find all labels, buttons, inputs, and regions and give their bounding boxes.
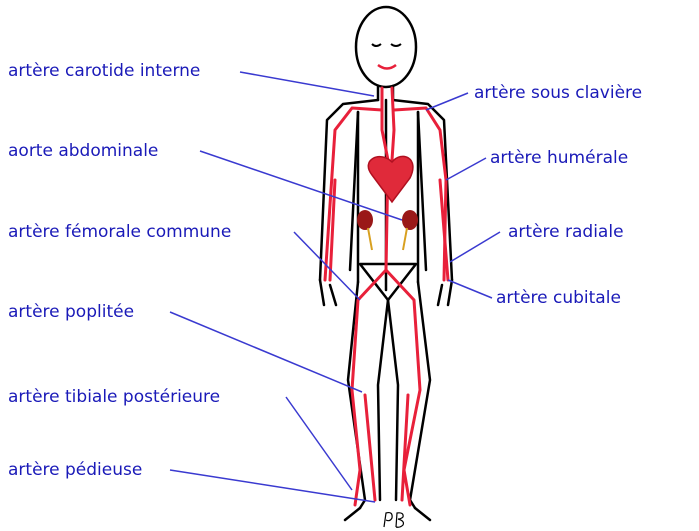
signature-pb — [384, 513, 403, 528]
